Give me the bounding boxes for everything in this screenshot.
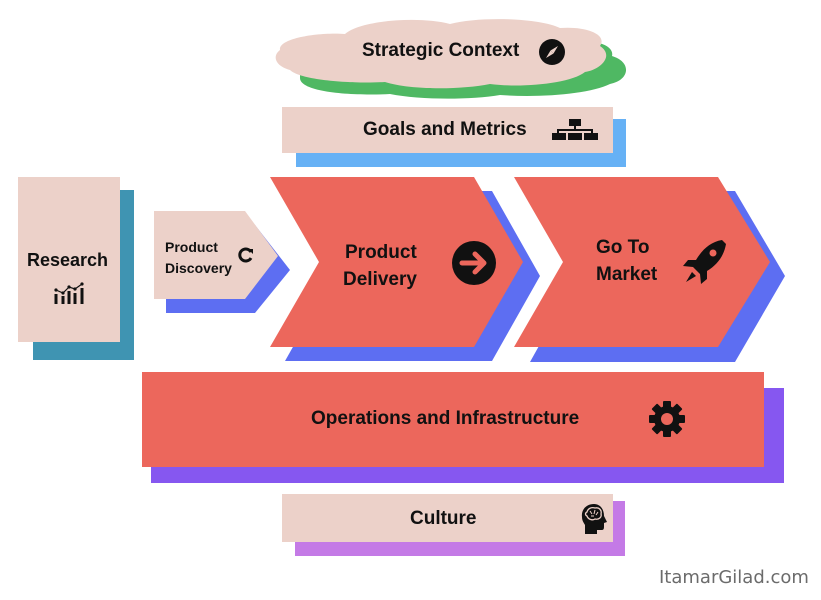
go-to-market-label-line1: Go To: [596, 237, 650, 258]
rocket-icon: [683, 240, 726, 284]
product-discovery-label-line1: Product: [165, 239, 218, 255]
product-discovery-shape: [154, 211, 278, 299]
bar-chart-icon: [54, 282, 84, 304]
refresh-icon: [238, 247, 253, 263]
product-discovery-label-line2: Discovery: [165, 260, 232, 276]
watermark: ItamarGilad.com: [659, 567, 809, 588]
product-delivery-label-line1: Product: [345, 242, 417, 263]
research-box: [18, 177, 120, 342]
culture-label: Culture: [410, 508, 477, 529]
go-to-market-chevron: [514, 177, 770, 347]
org-chart-icon: [552, 119, 598, 140]
strategic-context-label: Strategic Context: [362, 40, 520, 61]
research-label: Research: [27, 250, 109, 270]
compass-icon: [539, 39, 565, 65]
product-delivery-label-line2: Delivery: [343, 269, 417, 290]
brain-head-icon: [581, 504, 607, 534]
operations-label: Operations and Infrastructure: [311, 408, 580, 429]
culture-box: [282, 494, 613, 542]
product-delivery-chevron: [270, 177, 523, 347]
goals-metrics-label: Goals and Metrics: [363, 119, 527, 140]
go-to-market-label-line2: Market: [596, 264, 658, 285]
arrow-right-circle-icon: [452, 241, 496, 285]
gear-icon: [649, 401, 685, 437]
cloud-body: [275, 19, 607, 89]
